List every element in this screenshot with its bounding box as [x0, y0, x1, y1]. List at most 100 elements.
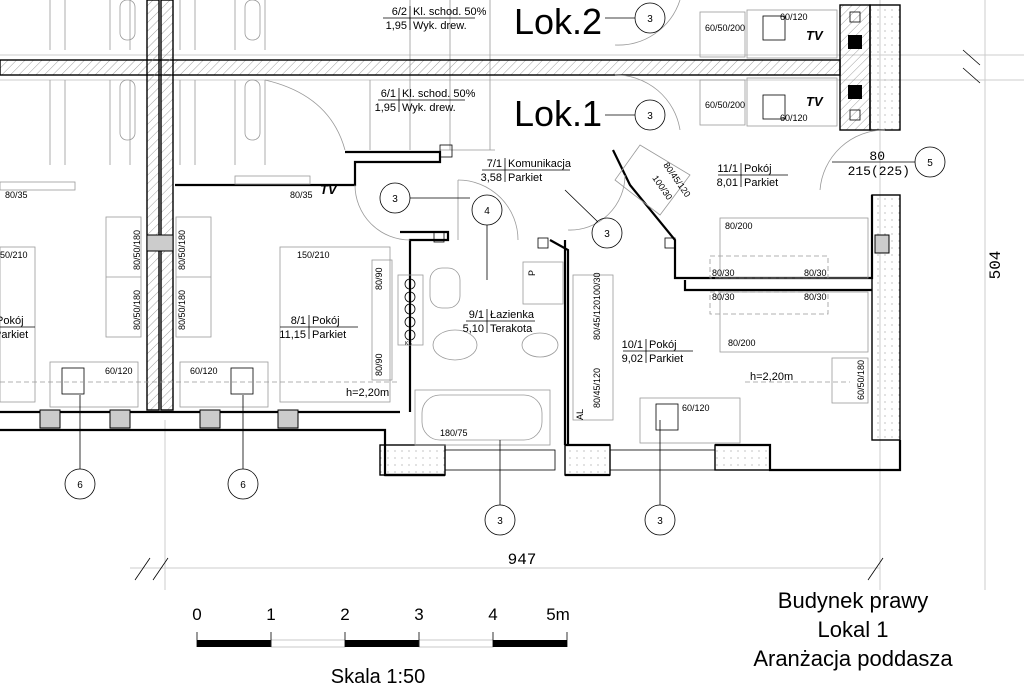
marker-label: 3 — [647, 111, 653, 122]
marker-label: 4 — [484, 206, 490, 217]
svg-text:80/45/120: 80/45/120 — [592, 300, 602, 340]
svg-text:P: P — [527, 270, 537, 276]
svg-text:100/30: 100/30 — [592, 272, 602, 300]
door-swings — [354, 0, 886, 241]
svg-text:150/210: 150/210 — [297, 250, 330, 260]
svg-text:3,58: 3,58 — [481, 172, 502, 184]
marker-label: 3 — [392, 194, 398, 205]
svg-text:60/120: 60/120 — [190, 366, 218, 376]
svg-text:10/1: 10/1 — [622, 339, 643, 351]
room-label-11-1: 11/1 Pokój 8,01 Parkiet — [717, 163, 788, 189]
marker-label: 6 — [240, 480, 246, 491]
room-label-8-1: 8/1 Pokój 11,15 Parkiet — [279, 315, 358, 341]
svg-text:11/1: 11/1 — [717, 163, 738, 175]
room-labels: 6/2 Kl. schod. 50% 1,95 Wyk. drew. 6/1 K… — [0, 6, 788, 365]
width-dimension: 947 — [508, 551, 537, 569]
svg-text:Lokal 1: Lokal 1 — [818, 617, 889, 642]
svg-text:1,95: 1,95 — [386, 20, 407, 32]
svg-text:80/50/180: 80/50/180 — [132, 290, 142, 330]
unit-title-lok1: Lok.1 — [514, 93, 602, 134]
marker-label: 3 — [497, 516, 503, 527]
svg-text:60/50/200: 60/50/200 — [705, 23, 745, 33]
walls — [0, 0, 902, 477]
scale-label: Skala 1:50 — [331, 666, 426, 688]
marker-label: 3 — [647, 14, 653, 25]
scale-tick: 1 — [266, 605, 275, 624]
furniture — [0, 9, 869, 446]
svg-text:60/50/200: 60/50/200 — [705, 100, 745, 110]
svg-text:80: 80 — [869, 149, 885, 164]
svg-text:60/50/180: 60/50/180 — [856, 360, 866, 400]
svg-text:80/30: 80/30 — [712, 292, 735, 302]
section-markers: 3 3 3 4 3 5 3 3 6 6 — [64, 2, 946, 536]
svg-text:9,02: 9,02 — [622, 353, 643, 365]
svg-text:80/35: 80/35 — [290, 190, 313, 200]
svg-text:6/1: 6/1 — [381, 88, 396, 100]
svg-text:Łazienka: Łazienka — [490, 309, 535, 321]
room-label-partial: Pokój Parkiet — [0, 315, 35, 341]
marker-label: 6 — [77, 480, 83, 491]
svg-text:80/35: 80/35 — [5, 190, 28, 200]
svg-text:Pokój: Pokój — [312, 315, 340, 327]
dimension-lines: 947 504 — [130, 49, 1005, 581]
scale-tick: 5m — [546, 605, 570, 624]
svg-text:80/200: 80/200 — [728, 338, 756, 348]
svg-text:Komunikacja: Komunikacja — [508, 158, 572, 170]
svg-text:80/30: 80/30 — [804, 292, 827, 302]
marker-label: 3 — [657, 516, 663, 527]
svg-text:6/2: 6/2 — [392, 6, 407, 18]
svg-text:80/200: 80/200 — [725, 221, 753, 231]
room-label-9-1: 9/1 Łazienka 5,10 Terakota — [463, 309, 535, 335]
svg-text:8,01: 8,01 — [717, 177, 738, 189]
scale-tick: 2 — [340, 605, 349, 624]
scale-tick: 4 — [488, 605, 497, 624]
svg-text:Budynek prawy: Budynek prawy — [778, 588, 928, 613]
svg-text:Kl. schod. 50%: Kl. schod. 50% — [402, 88, 476, 100]
svg-text:215(225): 215(225) — [848, 164, 910, 179]
door-dimension: 80 215(225) — [832, 149, 910, 179]
room-label-6-1: 6/1 Kl. schod. 50% 1,95 Wyk. drew. — [375, 88, 476, 114]
svg-text:Kl. schod. 50%: Kl. schod. 50% — [413, 6, 487, 18]
marker-circle — [634, 2, 666, 34]
stairs — [49, 0, 495, 165]
svg-text:TV: TV — [806, 94, 824, 109]
svg-text:KS: KS — [405, 341, 412, 347]
svg-text:8/1: 8/1 — [291, 315, 306, 327]
svg-text:AL: AL — [575, 409, 585, 420]
svg-text:11,15: 11,15 — [279, 329, 306, 341]
unit-title-lok2: Lok.2 — [514, 1, 602, 42]
svg-text:Parkiet: Parkiet — [744, 177, 778, 189]
svg-text:Pokój: Pokój — [649, 339, 677, 351]
depth-dimension: 504 — [987, 251, 1005, 280]
svg-text:80/50/180: 80/50/180 — [177, 230, 187, 270]
svg-text:80/50/180: 80/50/180 — [132, 230, 142, 270]
svg-text:5,10: 5,10 — [463, 323, 484, 335]
svg-text:80/90: 80/90 — [374, 267, 384, 290]
drawing-title: Budynek prawy Lokal 1 Aranżacja poddasza — [753, 588, 953, 671]
marker-label: 3 — [604, 229, 610, 240]
scale-tick: 3 — [414, 605, 423, 624]
svg-text:180/75: 180/75 — [440, 428, 468, 438]
svg-text:50/210: 50/210 — [0, 250, 28, 260]
svg-text:80/90: 80/90 — [374, 353, 384, 376]
svg-text:Terakota: Terakota — [490, 323, 533, 335]
svg-text:9/1: 9/1 — [469, 309, 484, 321]
svg-text:1,95: 1,95 — [375, 102, 396, 114]
svg-text:Pokój: Pokój — [744, 163, 772, 175]
scale-bar: 0 1 2 3 4 5m Skala 1:50 — [192, 605, 570, 688]
svg-text:h=2,20m: h=2,20m — [346, 387, 389, 399]
svg-text:TV: TV — [806, 28, 824, 43]
svg-text:60/120: 60/120 — [105, 366, 133, 376]
scale-tick: 0 — [192, 605, 201, 624]
furniture-labels: 80/35 80/35 TV TV TV 150/210 50/210 80/5… — [0, 12, 866, 438]
svg-text:80/45/120: 80/45/120 — [592, 368, 602, 408]
svg-text:Parkiet: Parkiet — [508, 172, 542, 184]
marker-label: 5 — [927, 158, 933, 169]
svg-text:80/30: 80/30 — [712, 268, 735, 278]
svg-text:Parkiet: Parkiet — [0, 329, 28, 341]
svg-text:h=2,20m: h=2,20m — [750, 371, 793, 383]
svg-text:Pokój: Pokój — [0, 315, 24, 327]
room-label-6-2: 6/2 Kl. schod. 50% 1,95 Wyk. drew. — [383, 6, 487, 32]
svg-text:Parkiet: Parkiet — [312, 329, 346, 341]
